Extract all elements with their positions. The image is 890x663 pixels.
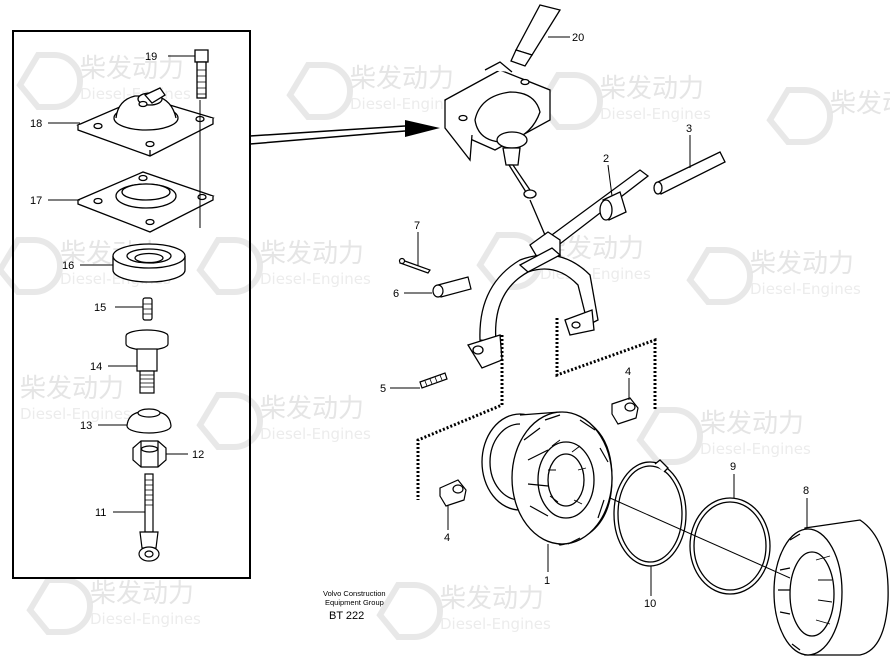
part-9-ring [689, 497, 771, 595]
inset-frame [12, 30, 251, 579]
callout-1: 1 [544, 575, 550, 587]
part-15-pin [142, 297, 153, 321]
part-18-cover [76, 87, 215, 157]
part-13-boot [126, 408, 172, 434]
watermark-en: Diesel-Engines [90, 610, 201, 628]
part-16-bearing [112, 243, 186, 283]
part-7-pin [398, 257, 431, 274]
part-10-circlip [613, 459, 687, 567]
callout-3: 3 [686, 123, 692, 135]
callout-19: 19 [145, 51, 157, 63]
watermark-cn: 柴发动力 [750, 249, 854, 279]
part-1-gear-hub [481, 411, 613, 546]
watermark-cn: 柴发动力 [600, 74, 704, 104]
callout-17: 17 [30, 195, 42, 207]
callout-13: 13 [80, 420, 92, 432]
shift-fork [467, 247, 599, 369]
callout-20: 20 [572, 32, 584, 44]
callout-2: 2 [603, 153, 609, 165]
part-20-cable [510, 4, 562, 67]
callout-18: 18 [30, 118, 42, 130]
callout-4-left: 4 [444, 532, 450, 544]
callout-5: 5 [380, 383, 386, 395]
callout-12: 12 [192, 449, 204, 461]
part-17-gasket [76, 171, 215, 233]
part-4-shoe-right [611, 397, 639, 425]
watermark-en: Diesel-Engines [20, 405, 131, 423]
leader-2 [607, 164, 613, 197]
part-3-pin [653, 151, 726, 195]
callout-16: 16 [62, 260, 74, 272]
part-4-shoe-left [439, 479, 467, 507]
callout-15: 15 [94, 302, 106, 314]
callout-4-right: 4 [625, 366, 631, 378]
watermark-cn: 柴发动力 [260, 394, 364, 424]
callout-11: 11 [95, 507, 106, 519]
part-19-bolt [194, 49, 209, 99]
watermark-en: Diesel-Engines [750, 280, 861, 298]
caption-drawing-code: BT 222 [329, 610, 364, 622]
watermark-cn: 柴发动力 [90, 579, 194, 609]
watermark-cn: 柴发动力 [350, 64, 454, 94]
caption-company-line1: Volvo Construction [323, 589, 386, 598]
callout-9: 9 [730, 461, 736, 473]
part-14-stud [125, 329, 169, 394]
actuator-housing [444, 61, 551, 199]
watermark-cn: 柴发动力 [700, 409, 804, 439]
part-8-sleeve [773, 519, 889, 656]
ref-dashed-right [555, 318, 657, 410]
callout-14: 14 [90, 361, 102, 373]
part-11-rod [138, 473, 160, 562]
watermark-en: Diesel-Engines [600, 105, 711, 123]
callout-7: 7 [414, 220, 420, 232]
part-12-nut [132, 440, 167, 468]
watermark-cn: 柴发动力 [830, 89, 890, 119]
part-6-pin [432, 276, 472, 298]
watermark-en: Diesel-Engines [700, 440, 811, 458]
part-2-sleeve [599, 191, 627, 221]
inset-pointer [249, 125, 406, 145]
callout-6: 6 [393, 288, 399, 300]
assembly-axis [609, 497, 791, 579]
inset-pointer-head [405, 120, 440, 137]
callout-10: 10 [644, 598, 656, 610]
part-5-spring-pin [419, 372, 448, 389]
inset-leaders [48, 55, 195, 513]
watermark-en: Diesel-Engines [350, 95, 461, 113]
watermark-cn: 柴发动力 [20, 374, 124, 404]
watermark-cn: 柴发动力 [80, 54, 184, 84]
caption-company-line2: Equipment Group [325, 598, 384, 607]
callout-8: 8 [803, 485, 809, 497]
watermark-en: Diesel-Engines [260, 425, 371, 443]
watermark-en: Diesel-Engines [260, 270, 371, 288]
watermark-cn: 柴发动力 [260, 239, 364, 269]
watermark-cn: 柴发动力 [440, 584, 544, 614]
watermark-layer: 柴发动力 Diesel-Engines 柴发动力 Diesel-Engines … [0, 52, 890, 640]
watermark-en: Diesel-Engines [440, 615, 551, 633]
